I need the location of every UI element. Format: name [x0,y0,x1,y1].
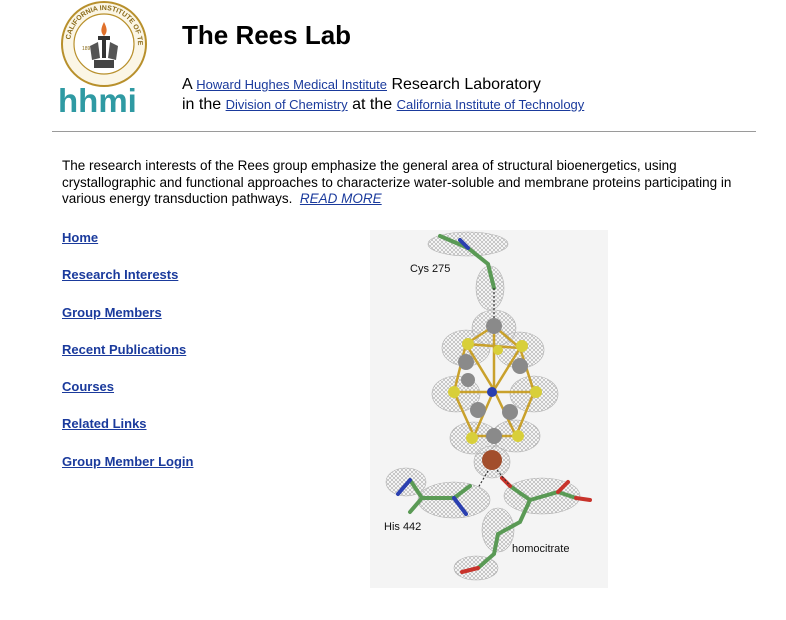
nav-item-home: Home [62,230,193,267]
nav-link-courses[interactable]: Courses [62,379,115,395]
oxygen-bonds [460,476,592,574]
ligand-bonds [408,234,578,570]
nav-item-recent-publications: Recent Publications [62,342,193,379]
caltech-seal-icon: CALIFORNIA INSTITUTE OF TECHNOLOGY 1891 [60,0,147,87]
subtitle-line-1: A Howard Hughes Medical Institute Resear… [182,76,541,94]
page-title: The Rees Lab [182,20,352,50]
nav-link-recent-publications[interactable]: Recent Publications [62,341,187,357]
caltech-link[interactable]: California Institute of Technology [396,97,585,112]
sulfur-atoms [448,338,542,444]
nav-item-related-links: Related Links [62,416,193,453]
nav-item-group-member-login: Group Member Login [62,454,193,491]
nav-item-research-interests: Research Interests [62,267,193,304]
label-cys-275: Cys 275 [410,263,450,275]
label-his-442: His 442 [384,521,421,533]
hhmi-logo: hhmi [58,82,137,119]
subtitle-middle: at the [352,96,393,113]
read-more-link[interactable]: READ MORE [299,191,382,206]
nav-item-courses: Courses [62,379,193,416]
nav-link-group-members[interactable]: Group Members [62,304,162,320]
nav-link-related-links[interactable]: Related Links [62,416,147,432]
subtitle-suffix: Research Laboratory [391,76,541,93]
nitrogen-bonds [396,238,470,516]
molybdenum-atom [482,450,502,470]
subtitle-line-2: in the Division of Chemistry at the Cali… [182,96,584,114]
label-homocitrate: homocitrate [512,543,569,555]
header-divider [52,131,756,132]
nav-link-research-interests[interactable]: Research Interests [62,267,179,283]
division-chemistry-link[interactable]: Division of Chemistry [225,97,348,112]
molecular-structure-figure: Cys 275 His 442 homocitrate [370,230,608,588]
nav-item-group-members: Group Members [62,305,193,342]
hhmi-link[interactable]: Howard Hughes Medical Institute [196,77,388,92]
central-carbide-atom [487,387,497,397]
iron-atoms [458,318,528,444]
svg-text:1891: 1891 [82,46,93,52]
nav-link-group-member-login[interactable]: Group Member Login [62,453,194,469]
intro-text: The research interests of the Rees group… [62,158,732,206]
logo-block: CALIFORNIA INSTITUTE OF TECHNOLOGY 1891 … [58,0,153,118]
subtitle-prefix-2: in the [182,96,222,113]
nav-link-home[interactable]: Home [62,230,99,245]
subtitle-prefix: A [182,76,192,93]
intro-paragraph: The research interests of the Rees group… [62,158,732,208]
main-nav: Home Research Interests Group Members Re… [62,230,193,491]
